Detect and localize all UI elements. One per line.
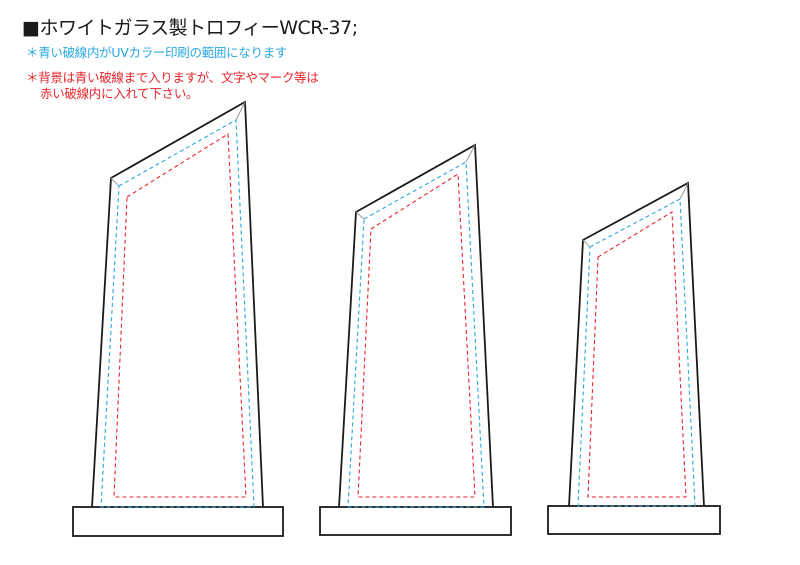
text-safe-area-outline xyxy=(357,173,476,498)
bevel-line xyxy=(582,239,591,248)
text-safe-area-note-line2: 赤い破線内に入れて下さい。 xyxy=(40,86,199,101)
bevel-line xyxy=(355,211,365,220)
trophy-base xyxy=(319,506,512,536)
uv-print-area-outline xyxy=(100,119,255,508)
page-title: ■ホワイトガラス製トロフィーWCR-37; xyxy=(22,17,358,39)
glass-outline xyxy=(91,100,264,508)
text-safe-area-outline xyxy=(587,211,687,498)
trophy-small xyxy=(547,181,721,535)
bevel-line xyxy=(235,101,246,121)
trophy-large xyxy=(72,100,284,537)
bevel-line xyxy=(110,177,120,187)
trophy-medium xyxy=(319,143,512,536)
bevel-line xyxy=(679,182,689,200)
uv-print-area-outline xyxy=(347,161,485,508)
uv-print-area-note: ＊青い破線内がUVカラー印刷の範囲になります xyxy=(26,45,288,60)
trophy-base xyxy=(72,506,284,537)
text-safe-area-outline xyxy=(113,133,247,498)
bevel-line xyxy=(465,144,476,163)
trophy-base xyxy=(547,505,721,535)
text-safe-area-note-line1: ＊背景は青い破線まで入りますが、文字やマーク等は xyxy=(26,70,319,85)
uv-print-area-outline xyxy=(577,198,696,507)
glass-outline xyxy=(568,181,705,507)
glass-outline xyxy=(338,143,494,508)
